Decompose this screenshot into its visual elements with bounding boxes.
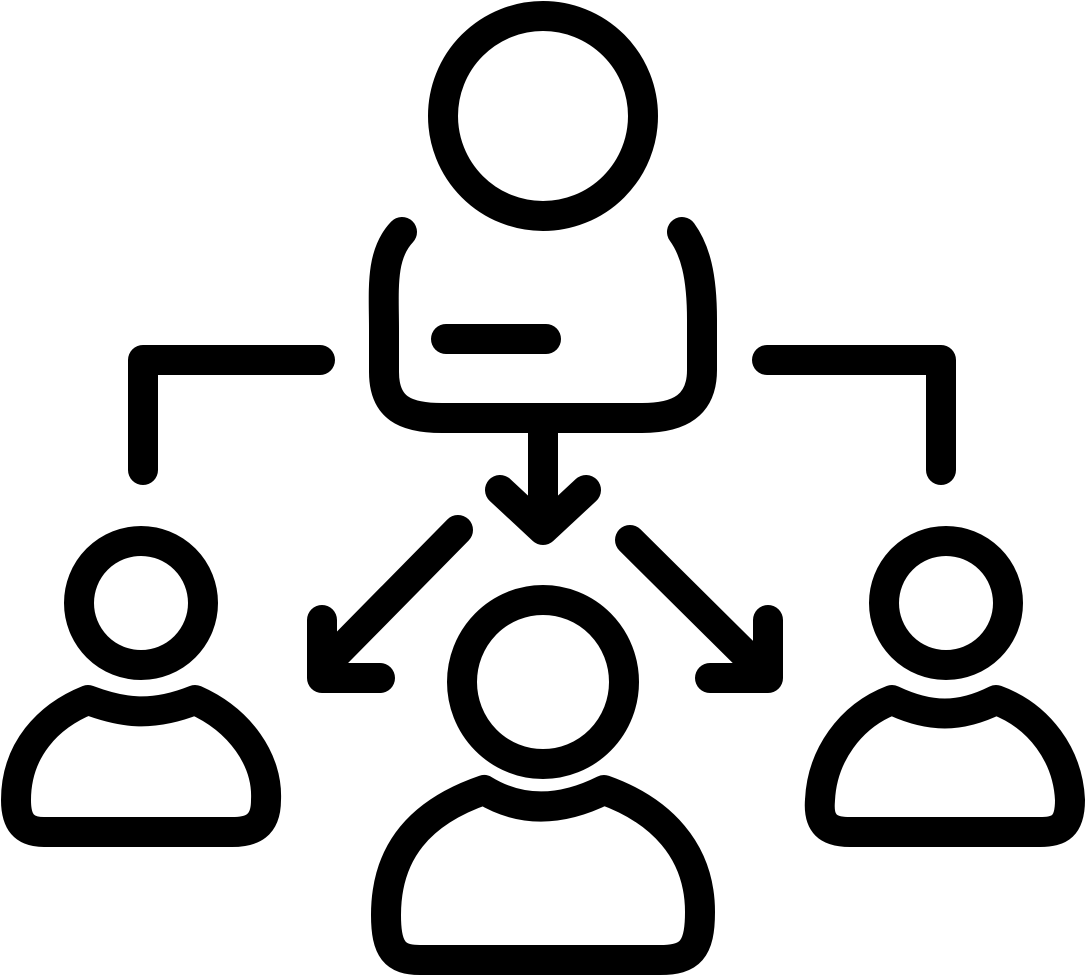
arrow-down-right: [615, 525, 783, 693]
arrow-down-left: [307, 515, 473, 693]
leader-head-icon: [428, 1, 658, 231]
member-center-body-icon: [371, 775, 715, 975]
arrow-down: [485, 415, 601, 545]
member-left-body-icon: [1, 685, 282, 847]
member-left-figure: [1, 526, 282, 847]
member-center-head-icon: [447, 585, 639, 779]
bracket-right: [752, 345, 956, 485]
member-center-figure: [371, 585, 715, 975]
member-right-head-icon: [869, 526, 1023, 680]
leader-body-icon: [368, 217, 717, 433]
member-right-figure: [804, 526, 1085, 847]
bracket-left: [128, 345, 335, 485]
member-left-head-icon: [64, 526, 218, 680]
member-right-body-icon: [804, 685, 1085, 847]
leader-figure: [368, 1, 717, 433]
